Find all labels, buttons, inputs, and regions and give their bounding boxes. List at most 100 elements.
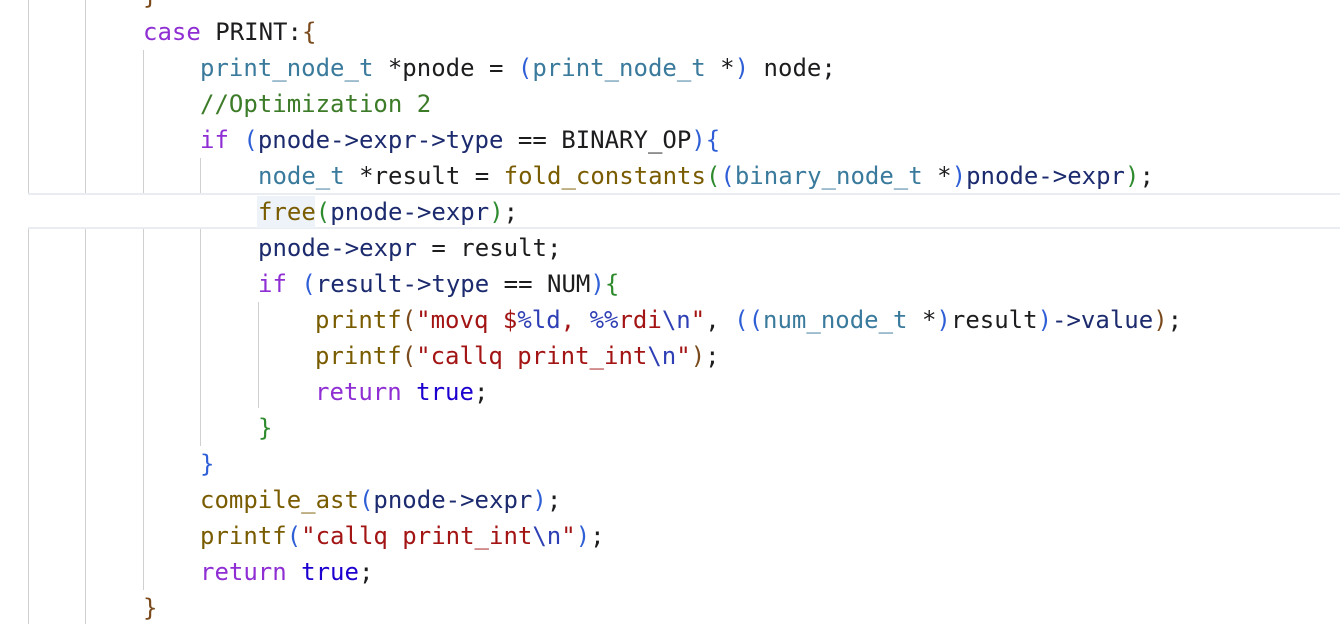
code-token: return: [315, 378, 402, 406]
code-token: (: [401, 306, 417, 334]
code-line[interactable]: printf("callq print_int\n");: [315, 338, 720, 374]
code-token: case: [143, 18, 201, 46]
code-line[interactable]: case PRINT:{: [143, 14, 316, 50]
code-token: %ld: [517, 306, 561, 334]
code-token: //Optimization 2: [200, 90, 432, 118]
code-token: ): [690, 342, 706, 370]
code-token: (: [401, 342, 417, 370]
code-token: ): [691, 126, 706, 154]
code-line[interactable]: //Optimization 2: [200, 86, 431, 122]
code-line[interactable]: print_node_t *pnode = (print_node_t *) n…: [200, 50, 836, 86]
code-token: == BINARY_OP: [503, 126, 692, 154]
code-token: {: [301, 18, 317, 46]
code-token: true: [416, 378, 474, 406]
code-token: compile_ast: [200, 486, 359, 514]
code-token: node_t: [258, 162, 345, 190]
code-token: binary_node_t: [734, 162, 923, 190]
code-token: (: [243, 126, 258, 154]
code-token: }: [143, 0, 157, 10]
code-line[interactable]: return true;: [200, 554, 373, 590]
code-token: (: [517, 54, 533, 82]
code-token: "callq print_int: [416, 342, 648, 370]
code-token: ;: [546, 486, 562, 514]
word-highlight: [257, 196, 315, 228]
code-token: \n: [647, 342, 677, 370]
code-token: %%: [589, 306, 619, 334]
code-token: ;: [503, 198, 519, 226]
code-token: ;: [1167, 306, 1183, 334]
code-token: }: [143, 594, 158, 622]
code-token: rdi: [618, 306, 662, 334]
code-token: free: [258, 198, 316, 226]
code-token: pnode->expr: [330, 198, 490, 226]
code-line[interactable]: }: [143, 590, 157, 624]
code-token: num_node_t: [763, 306, 908, 334]
code-line[interactable]: node_t *result = fold_constants((binary_…: [258, 158, 1154, 194]
indent-guide: [258, 302, 259, 408]
code-token: *result =: [344, 162, 504, 190]
code-line[interactable]: printf("callq print_int\n");: [200, 518, 605, 554]
code-token: "callq print_int: [301, 522, 533, 550]
code-line[interactable]: pnode->expr = result;: [258, 230, 561, 266]
code-token: node;: [749, 54, 836, 82]
code-token: result: [950, 306, 1038, 334]
code-token: (: [748, 306, 764, 334]
code-token: pnode->expr: [258, 234, 417, 262]
code-token: ): [1153, 306, 1168, 334]
code-token: "movq $: [416, 306, 518, 334]
code-token: if: [258, 270, 287, 298]
indent-guide: [85, 0, 86, 624]
code-token: (: [358, 486, 374, 514]
code-line[interactable]: compile_ast(pnode->expr);: [200, 482, 561, 518]
code-line[interactable]: free(pnode->expr);: [258, 194, 518, 230]
code-token: ,: [560, 306, 590, 334]
code-token: PRINT:: [200, 18, 302, 46]
code-token: *: [705, 54, 735, 82]
code-token: ): [936, 306, 951, 334]
code-token: *pnode =: [373, 54, 518, 82]
code-token: ): [734, 54, 750, 82]
code-token: (: [720, 162, 735, 190]
code-token: ;: [705, 342, 720, 370]
code-token: [287, 270, 301, 298]
code-token: *: [907, 306, 937, 334]
code-token: {: [604, 270, 620, 298]
code-token: (: [315, 198, 331, 226]
code-token: print_node_t: [200, 54, 374, 82]
code-token: ;: [1139, 162, 1154, 190]
code-token: fold_constants: [503, 162, 706, 190]
code-token: ,: [705, 306, 735, 334]
code-line[interactable]: if (pnode->expr->type == BINARY_OP){: [200, 122, 720, 158]
code-token: [229, 126, 243, 154]
code-line[interactable]: if (result->type == NUM){: [258, 266, 619, 302]
code-line[interactable]: }: [258, 410, 272, 446]
code-token: pnode->expr: [966, 162, 1126, 190]
code-token: ;: [590, 522, 605, 550]
code-token: pnode->expr: [373, 486, 533, 514]
code-token: ): [575, 522, 591, 550]
code-token: (: [705, 162, 721, 190]
code-token: \n: [661, 306, 691, 334]
indent-guide: [143, 50, 144, 590]
code-token: print_node_t: [532, 54, 706, 82]
code-line[interactable]: }: [200, 446, 214, 482]
code-line[interactable]: }: [143, 0, 157, 14]
code-token: printf: [315, 342, 402, 370]
code-line[interactable]: printf("movq $%ld, %%rdi\n", ((num_node_…: [315, 302, 1182, 338]
code-token: = result;: [416, 234, 562, 262]
code-token: == NUM: [489, 270, 591, 298]
indent-guide: [28, 0, 29, 624]
code-line[interactable]: return true;: [315, 374, 488, 410]
code-token: ): [1125, 162, 1140, 190]
code-token: ): [1037, 306, 1053, 334]
code-token: return: [200, 558, 287, 586]
code-token: ): [489, 198, 504, 226]
code-token: (: [301, 270, 316, 298]
code-token: ): [951, 162, 967, 190]
code-token: printf: [315, 306, 402, 334]
code-token: ;: [358, 558, 374, 586]
code-token: true: [301, 558, 359, 586]
code-token: [287, 558, 301, 586]
code-token: ": [690, 306, 706, 334]
